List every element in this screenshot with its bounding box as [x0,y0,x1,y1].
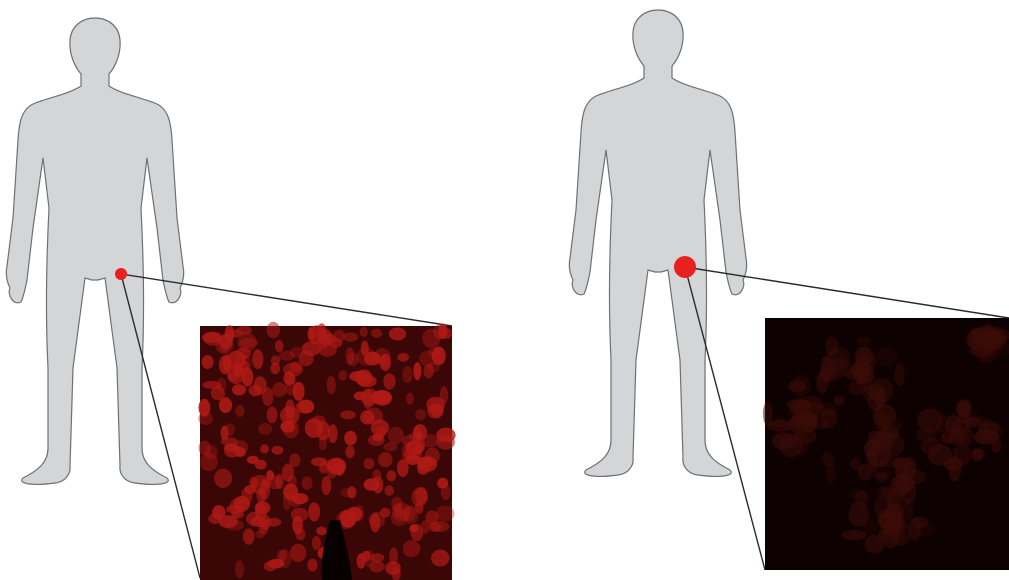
panel-left [6,18,455,580]
micrograph-left [198,322,455,580]
tissue-marker-left [115,268,127,280]
panel-right [569,10,1009,570]
micrograph-right [763,318,1009,570]
tissue-marker-right [674,256,696,278]
human-silhouette-right [569,10,746,476]
